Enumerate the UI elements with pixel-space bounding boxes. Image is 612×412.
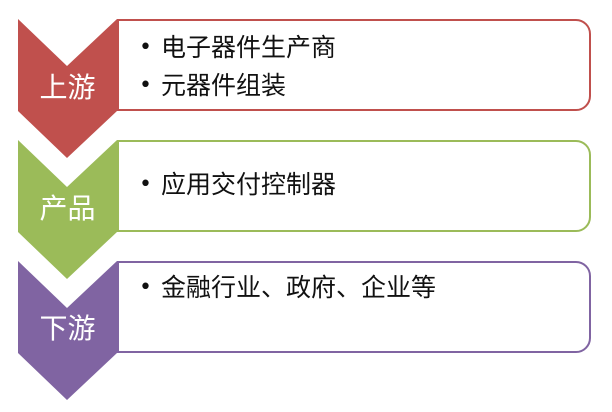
stage-items-downstream: • 金融行业、政府、企业等 xyxy=(137,269,436,307)
bullet-icon: • xyxy=(139,73,152,98)
stage-box-downstream: • 金融行业、政府、企业等 xyxy=(117,261,591,353)
chevron-upstream xyxy=(18,19,117,158)
stage-box-upstream: • 电子器件生产商 • 元器件组装 xyxy=(117,19,591,111)
list-item: • 元器件组装 xyxy=(137,67,336,105)
bullet-icon: • xyxy=(139,172,152,197)
list-item: • 应用交付控制器 xyxy=(137,166,336,204)
stage-label-upstream: 上游 xyxy=(39,71,96,104)
stage-label-downstream: 下游 xyxy=(39,312,96,345)
stage-box-product: • 应用交付控制器 xyxy=(117,140,591,232)
list-item: • 电子器件生产商 xyxy=(137,29,336,67)
bullet-icon: • xyxy=(139,275,152,300)
chevron-downstream xyxy=(18,261,117,400)
stage-items-product: • 应用交付控制器 xyxy=(137,166,336,204)
chevron-product xyxy=(18,140,117,279)
stage-label-product: 产品 xyxy=(39,192,96,225)
stage-items-upstream: • 电子器件生产商 • 元器件组装 xyxy=(137,29,336,105)
bullet-icon: • xyxy=(139,35,152,60)
list-item: • 金融行业、政府、企业等 xyxy=(137,269,436,307)
